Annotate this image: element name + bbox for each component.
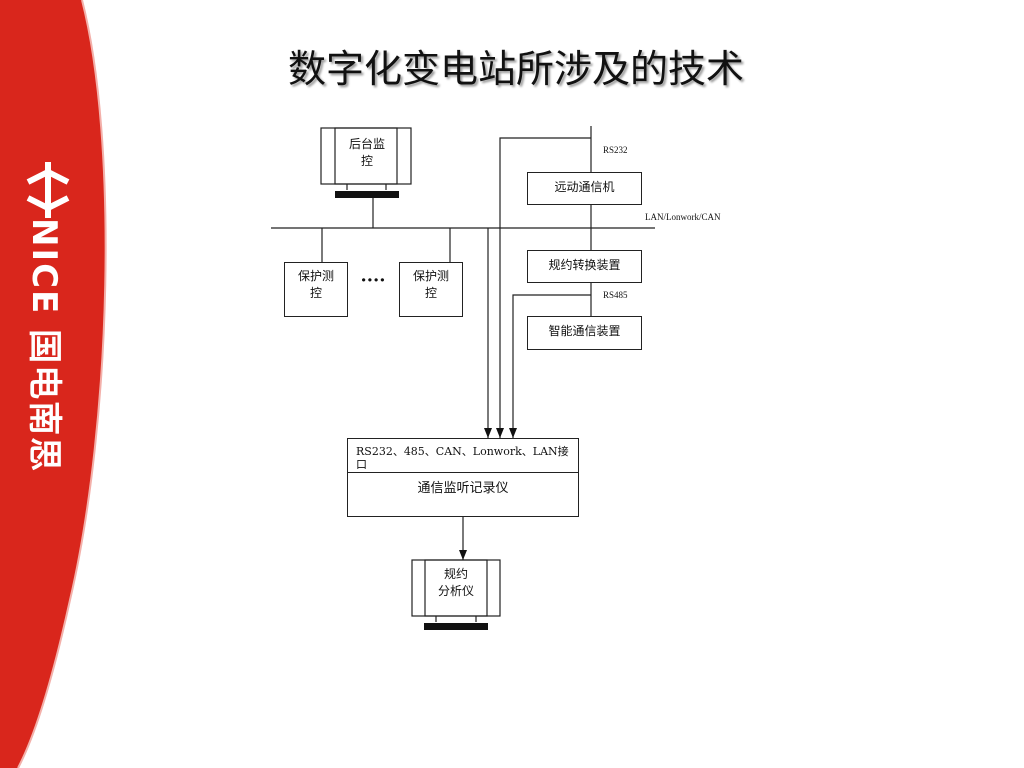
protection-label-2: 保护测 控 — [412, 269, 449, 300]
network-label: LAN/Lonwork/CAN — [645, 212, 721, 222]
protection-box-2 — [399, 262, 463, 317]
ellipsis-label: ···· — [360, 270, 386, 291]
protection-label-1: 保护测 控 — [297, 269, 334, 300]
recorder-divider — [347, 472, 579, 473]
smart-comm-label: 智能通信装置 — [548, 324, 621, 338]
remote-comm-label: 远动通信机 — [554, 180, 615, 194]
rs485-label: RS485 — [603, 290, 628, 300]
protocol-converter-box — [527, 250, 642, 283]
recorder-box — [347, 438, 579, 517]
rs232-label: RS232 — [603, 145, 628, 155]
backend-monitor-label: 后台监 控 — [348, 137, 385, 168]
brand-side-band — [0, 0, 107, 768]
analyzer-label: 规约 分析仪 — [437, 567, 474, 598]
slide-title: 数字化变电站所涉及的技术 — [287, 47, 744, 91]
interfaces-label: RS232、485、CAN、Lonwork、LAN接口 — [356, 445, 569, 471]
recorder-label: 通信监听记录仪 — [417, 481, 509, 496]
smart-comm-box — [527, 316, 642, 350]
brand-logo-icon — [26, 162, 70, 218]
protection-box-1 — [284, 262, 348, 317]
protocol-converter-label: 规约转换装置 — [548, 258, 621, 272]
remote-comm-box — [527, 172, 642, 205]
